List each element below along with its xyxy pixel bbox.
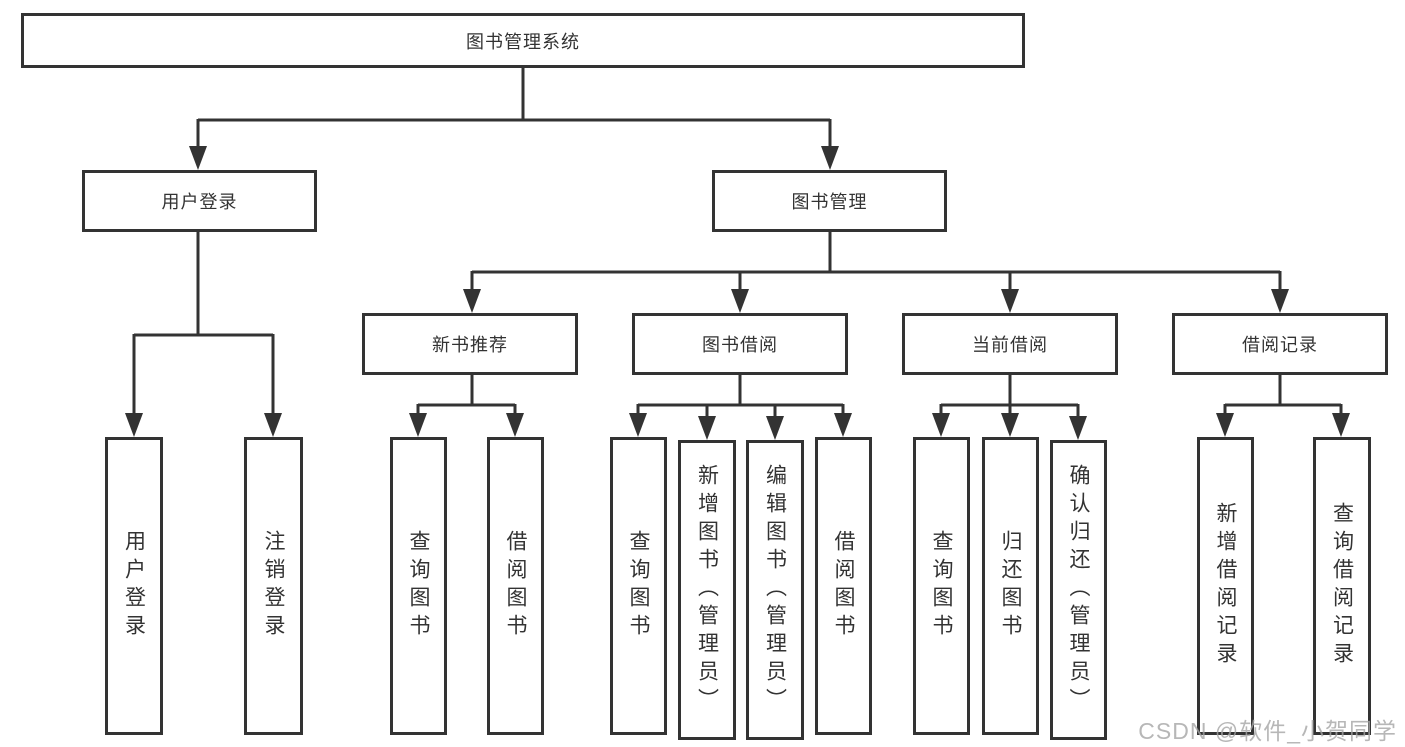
node-new-book-recommend: 新书推荐	[362, 313, 578, 375]
leaf-user-login: 用户登录	[105, 437, 163, 735]
leaf-borrow-books-label: 借阅图书	[832, 530, 855, 642]
leaf-edit-book-admin: 编辑图书（管理员）	[746, 440, 804, 740]
node-book-management-label: 图书管理	[791, 192, 868, 212]
node-current-borrow-label: 当前借阅	[972, 335, 1048, 355]
watermark-text: CSDN @软件_小贺同学	[1138, 718, 1397, 744]
leaf-add-borrow-record: 新增借阅记录	[1197, 437, 1254, 735]
leaf-query-books-current-label: 查询图书	[930, 530, 953, 642]
node-book-management: 图书管理	[712, 170, 947, 232]
leaf-confirm-return-admin-label: 确认归还（管理员）	[1067, 464, 1090, 716]
leaf-borrow-books: 借阅图书	[815, 437, 872, 735]
leaf-logout-login: 注销登录	[244, 437, 303, 735]
leaf-logout-login-label: 注销登录	[262, 530, 285, 642]
leaf-borrow-books-recommend: 借阅图书	[487, 437, 544, 735]
arrowheads	[125, 146, 1350, 440]
leaf-borrow-books-recommend-label: 借阅图书	[504, 530, 527, 642]
node-user-login-label: 用户登录	[161, 192, 238, 212]
node-current-borrow: 当前借阅	[902, 313, 1118, 375]
leaf-add-book-admin: 新增图书（管理员）	[678, 440, 736, 740]
leaf-query-books-recommend: 查询图书	[390, 437, 447, 735]
node-borrow-records: 借阅记录	[1172, 313, 1388, 375]
node-borrow-records-label: 借阅记录	[1242, 335, 1318, 355]
node-new-book-recommend-label: 新书推荐	[432, 335, 508, 355]
leaf-query-books-current: 查询图书	[913, 437, 970, 735]
leaf-return-books: 归还图书	[982, 437, 1039, 735]
leaf-query-books-borrow: 查询图书	[610, 437, 667, 735]
node-user-login: 用户登录	[82, 170, 317, 232]
leaf-edit-book-admin-label: 编辑图书（管理员）	[763, 464, 787, 716]
leaf-query-books-borrow-label: 查询图书	[627, 530, 650, 642]
leaf-query-borrow-record: 查询借阅记录	[1313, 437, 1371, 735]
leaf-add-book-admin-label: 新增图书（管理员）	[695, 464, 719, 716]
leaf-confirm-return-admin: 确认归还（管理员）	[1050, 440, 1107, 740]
node-book-borrow-label: 图书借阅	[702, 335, 778, 355]
leaf-user-login-label: 用户登录	[122, 530, 146, 642]
leaf-query-borrow-record-label: 查询借阅记录	[1330, 502, 1354, 670]
node-root-system: 图书管理系统	[21, 13, 1025, 68]
leaf-query-books-recommend-label: 查询图书	[407, 530, 430, 642]
leaf-add-borrow-record-label: 新增借阅记录	[1214, 502, 1237, 670]
leaf-return-books-label: 归还图书	[999, 530, 1022, 642]
node-root-label: 图书管理系统	[466, 31, 580, 52]
node-book-borrow: 图书借阅	[632, 313, 848, 375]
